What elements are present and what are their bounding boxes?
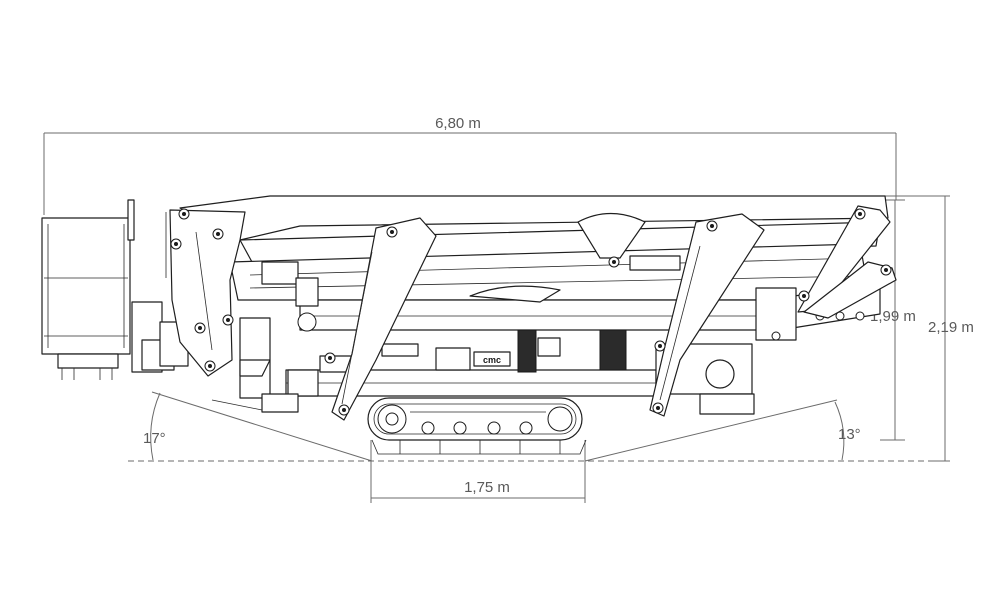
outrigger-front	[287, 217, 437, 421]
work-basket	[41, 199, 189, 380]
height-dimension-outer: 2,19 m	[880, 195, 974, 462]
rear-arm	[629, 205, 897, 341]
control-box	[211, 261, 319, 413]
outrigger-rear	[649, 213, 765, 417]
brand-mark: cmc	[483, 355, 501, 365]
track-length-label: 1,75 m	[464, 479, 510, 496]
front-angle-indicator: 17°	[143, 391, 373, 462]
front-angle-label: 17°	[143, 430, 166, 447]
overall-length-dimension: 6,80 m	[43, 115, 897, 215]
outer-height-label: 2,19 m	[928, 319, 974, 336]
track-length-dimension: 1,75 m	[370, 440, 586, 503]
overall-length-label: 6,80 m	[435, 115, 481, 132]
inner-height-label: 1,99 m	[870, 308, 916, 325]
rear-angle-indicator: 13°	[584, 399, 861, 462]
crawler-track	[367, 397, 587, 455]
front-arm	[165, 208, 246, 377]
rear-angle-label: 13°	[838, 426, 861, 443]
